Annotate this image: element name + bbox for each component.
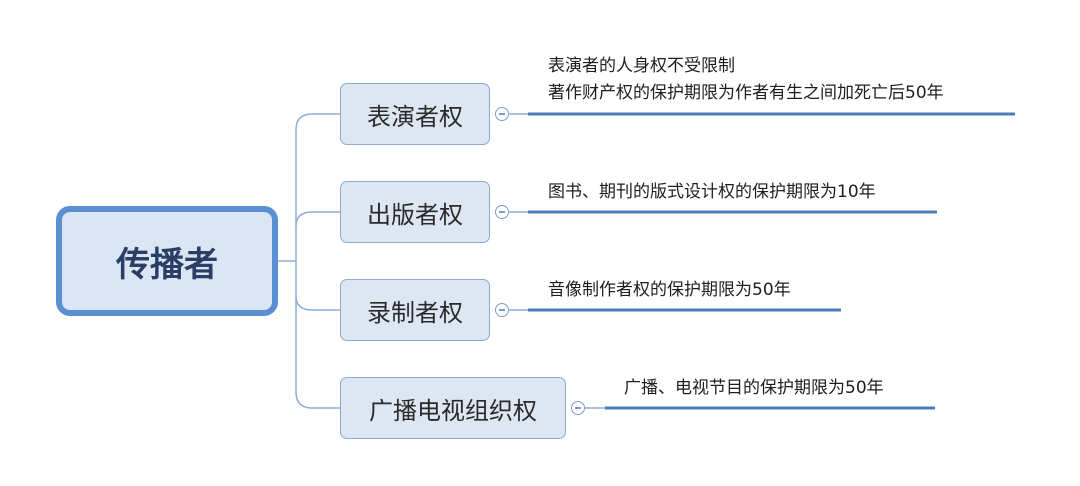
- root-node-label: 传播者: [116, 244, 218, 285]
- root-node[interactable]: 传播者: [56, 206, 278, 316]
- collapse-circle-icon[interactable]: [495, 303, 509, 317]
- branch-node-label: 表演者权: [367, 102, 463, 131]
- note-performer-property-term: 著作财产权的保护期限为作者有生之间加死亡后50年: [548, 83, 944, 103]
- branch-node-label: 出版者权: [367, 200, 463, 229]
- note-recording-term: 音像制作者权的保护期限为50年: [548, 280, 791, 300]
- branch-node-label: 广播电视组织权: [369, 396, 537, 425]
- branch-node-recording-rights[interactable]: 录制者权: [340, 279, 490, 341]
- note-broadcast-term: 广播、电视节目的保护期限为50年: [624, 378, 884, 398]
- collapse-circle-icon[interactable]: [495, 107, 509, 121]
- branch-node-performer-rights[interactable]: 表演者权: [340, 83, 490, 145]
- collapse-circle-icon[interactable]: [495, 205, 509, 219]
- connector-trunk: [295, 113, 313, 409]
- note-publisher-term: 图书、期刊的版式设计权的保护期限为10年: [548, 182, 876, 202]
- branch-node-publisher-rights[interactable]: 出版者权: [340, 181, 490, 243]
- branch-node-broadcast-rights[interactable]: 广播电视组织权: [340, 377, 566, 439]
- collapse-circle-icon[interactable]: [571, 401, 585, 415]
- connector-branch-3: [295, 295, 340, 311]
- branch-node-label: 录制者权: [367, 298, 463, 327]
- note-performer-personal-rights: 表演者的人身权不受限制: [548, 56, 735, 76]
- connector-branch-2: [295, 211, 340, 227]
